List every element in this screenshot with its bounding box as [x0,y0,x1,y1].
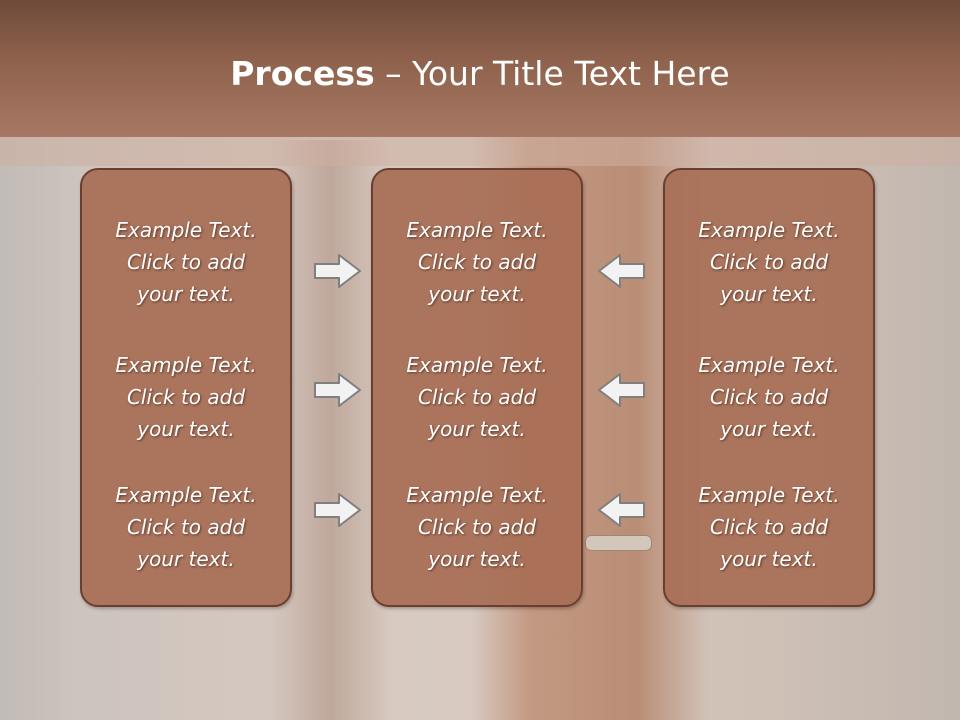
text-line: your text. [137,417,235,441]
text-block[interactable]: Example Text. Click to add your text. [373,214,581,310]
text-block[interactable]: Example Text. Click to add your text. [373,349,581,445]
title-bar [0,0,960,137]
text-line: Click to add [709,250,829,274]
text-line: Click to add [709,515,829,539]
text-block[interactable]: Example Text. Click to add your text. [373,479,581,575]
text-line: Example Text. [698,483,840,507]
text-block[interactable]: Example Text. Click to add your text. [665,214,873,310]
text-line: Example Text. [406,218,548,242]
text-line: Click to add [709,385,829,409]
text-block[interactable]: Example Text. Click to add your text. [82,214,290,310]
arrow-left-icon [598,373,645,407]
text-block[interactable]: Example Text. Click to add your text. [82,479,290,575]
arrow-right-icon [314,493,361,527]
process-box-left[interactable]: Example Text. Click to add your text. Ex… [80,168,292,607]
text-line: your text. [428,547,526,571]
text-line: Example Text. [115,483,257,507]
process-box-center[interactable]: Example Text. Click to add your text. Ex… [371,168,583,607]
text-line: your text. [428,417,526,441]
text-block[interactable]: Example Text. Click to add your text. [82,349,290,445]
text-line: your text. [720,417,818,441]
background-halter-strap [585,535,652,551]
arrow-right-icon [314,373,361,407]
process-box-right[interactable]: Example Text. Click to add your text. Ex… [663,168,875,607]
text-block[interactable]: Example Text. Click to add your text. [665,349,873,445]
text-line: Click to add [417,515,537,539]
text-line: Example Text. [698,218,840,242]
arrow-right-icon [314,254,361,288]
text-line: Click to add [417,250,537,274]
text-line: Click to add [126,515,246,539]
text-line: your text. [137,547,235,571]
title-bar-band [0,137,960,166]
text-line: Example Text. [406,353,548,377]
arrow-left-icon [598,493,645,527]
text-line: Click to add [126,385,246,409]
text-line: Example Text. [698,353,840,377]
text-line: Example Text. [406,483,548,507]
text-line: your text. [137,282,235,306]
text-block[interactable]: Example Text. Click to add your text. [665,479,873,575]
text-line: Click to add [417,385,537,409]
text-line: Click to add [126,250,246,274]
slide-title-rest: – Your Title Text Here [374,54,730,93]
text-line: your text. [720,282,818,306]
slide-title-bold: Process [230,54,375,93]
text-line: Example Text. [115,353,257,377]
text-line: Example Text. [115,218,257,242]
text-line: your text. [720,547,818,571]
text-line: your text. [428,282,526,306]
slide-title[interactable]: Process – Your Title Text Here [0,52,960,96]
arrow-left-icon [598,254,645,288]
